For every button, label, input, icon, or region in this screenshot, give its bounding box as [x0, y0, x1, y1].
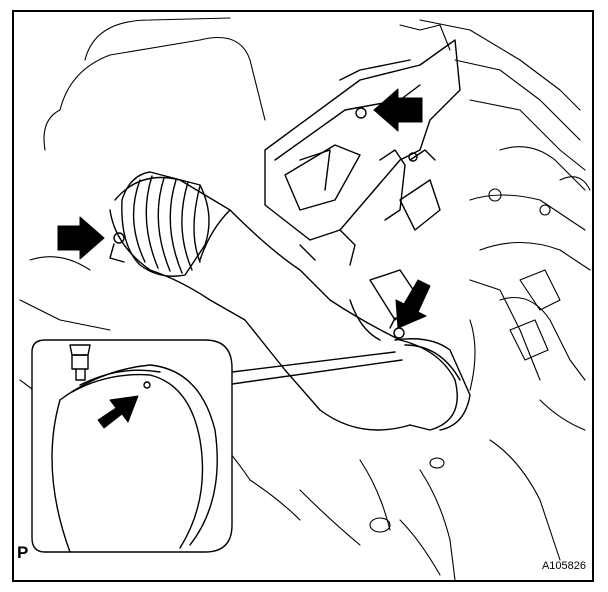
engine-background-parts [19, 17, 591, 581]
callout-arrows [57, 88, 431, 429]
intake-hose [109, 176, 458, 431]
figure-frame [12, 10, 594, 582]
inset-detail [31, 339, 403, 553]
left-clamp-bolt [113, 232, 125, 244]
corner-letter: P [17, 543, 29, 562]
air-cleaner-housing [264, 39, 461, 266]
arrow-icon [395, 279, 431, 329]
arrow-icon [373, 88, 423, 132]
corrugated-boot [109, 171, 210, 277]
arrow-icon [57, 216, 105, 260]
arrow-icon [97, 395, 139, 429]
figure-id: A105826 [541, 560, 586, 572]
